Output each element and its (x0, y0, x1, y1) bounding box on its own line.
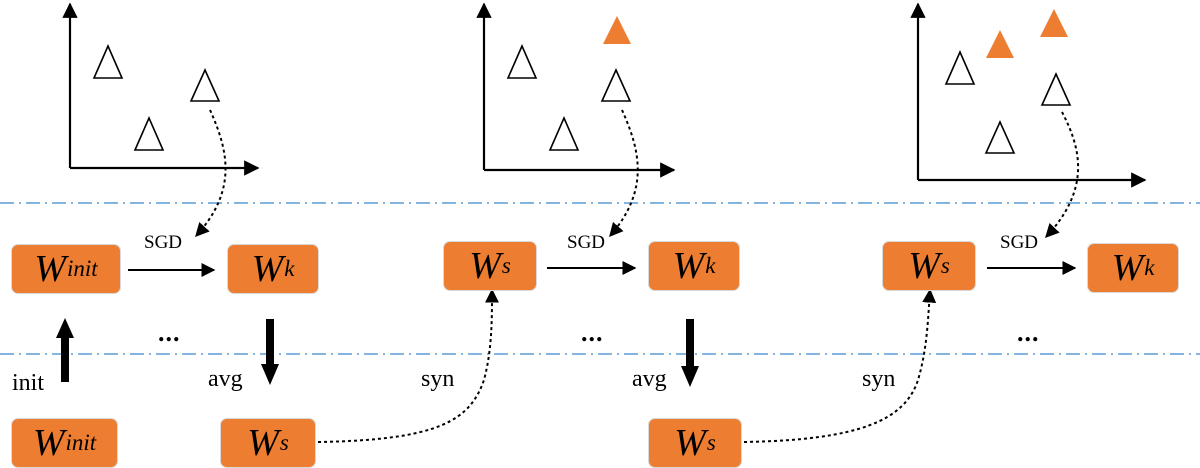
ellipsis-3: ... (1017, 318, 1040, 347)
init-arrow (56, 318, 74, 382)
weight-symbol: W (34, 248, 66, 290)
plot-2 (476, 2, 676, 178)
hollow-triangle-icon (984, 120, 1016, 154)
hollow-triangle-icon (133, 116, 165, 151)
avg-arrow-1 (261, 319, 279, 385)
weight-subscript: s (501, 253, 511, 278)
plot-1 (62, 2, 260, 176)
hollow-triangle-icon (548, 116, 580, 151)
sgd-label-3: SGD (1000, 232, 1039, 253)
weight-symbol: W (32, 422, 65, 464)
filled-triangle-icon (603, 16, 631, 44)
sgd-label-2: SGD (567, 232, 606, 253)
weight-subscript: s (279, 430, 289, 455)
weight-symbol: W (251, 248, 284, 290)
hollow-triangle-icon (600, 68, 632, 102)
sgd-sample-curve-1 (195, 109, 227, 238)
weight-subscript: k (1144, 255, 1155, 280)
syn-label-2: syn (862, 366, 896, 392)
init-label: init (12, 370, 45, 396)
filled-triangle-icon (1040, 9, 1068, 37)
weight-subscript: init (65, 430, 97, 455)
hollow-triangle-icon (506, 44, 538, 79)
weight-symbol: W (247, 422, 279, 464)
weight-symbol: W (672, 245, 705, 287)
ellipsis-2: ... (581, 318, 604, 347)
weight-subscript: s (940, 253, 950, 278)
syn-label-1: syn (421, 366, 455, 392)
hollow-triangle-icon (944, 50, 976, 85)
hollow-triangle-icon (1040, 72, 1072, 106)
weight-subscript: k (705, 253, 716, 278)
weight-symbol: W (1111, 247, 1144, 289)
ellipsis-1: ... (158, 318, 181, 347)
avg-arrow-2 (681, 319, 699, 387)
filled-triangle-icon (986, 30, 1014, 58)
weight-subscript: k (284, 256, 295, 281)
weight-symbol: W (908, 245, 940, 287)
hollow-triangle-icon (189, 68, 221, 102)
weight-symbol: W (674, 422, 706, 464)
weight-subscript: init (66, 256, 98, 281)
avg-label-2: avg (632, 366, 667, 392)
hollow-triangle-icon (92, 44, 124, 79)
plot-3 (910, 2, 1147, 188)
sgd-sample-curve-2 (609, 109, 639, 238)
syn-curve-1 (317, 288, 499, 443)
sgd-sample-curve-3 (1045, 111, 1080, 239)
avg-label-1: avg (208, 366, 243, 392)
weight-subscript: s (706, 430, 716, 455)
weight-symbol: W (469, 245, 501, 287)
syn-curve-2 (743, 288, 937, 443)
sgd-label-1: SGD (144, 232, 183, 253)
